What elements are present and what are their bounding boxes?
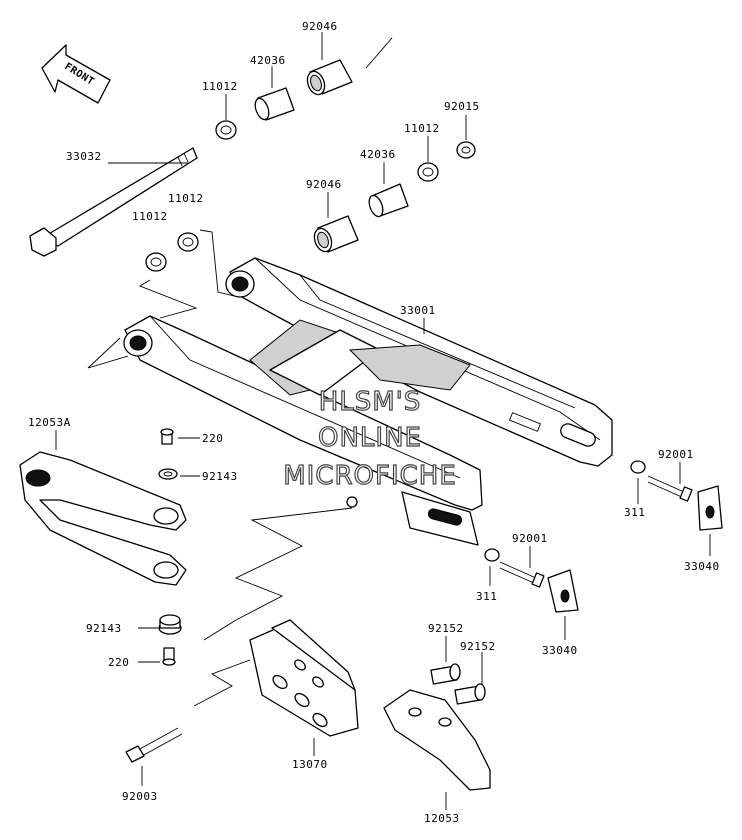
label-42036-mid: 42036 <box>360 148 396 161</box>
pivot-shaft <box>29 147 198 257</box>
label-11012-left-b: 11012 <box>132 210 168 223</box>
label-12053: 12053 <box>424 812 460 825</box>
label-92143-top: 92143 <box>202 470 238 483</box>
watermark-line-2: ONLINE <box>318 423 422 453</box>
label-92152-a: 92152 <box>428 622 464 635</box>
label-92003: 92003 <box>122 790 158 803</box>
guard-collars <box>430 663 486 705</box>
chain-guide-bolt <box>125 727 183 763</box>
label-11012-left-a: 11012 <box>168 192 204 205</box>
chain-adjuster-mid <box>484 548 579 613</box>
chain-adjuster-right <box>630 460 723 531</box>
chain-slider <box>19 451 187 586</box>
slider-bolt-lower <box>158 614 182 666</box>
label-33032: 33032 <box>66 150 102 163</box>
label-92046-top: 92046 <box>302 20 338 33</box>
label-220-bottom: 220 <box>108 656 129 669</box>
label-42036-top: 42036 <box>250 54 286 67</box>
label-33001: 33001 <box>400 304 436 317</box>
label-311-right: 311 <box>624 506 645 519</box>
chain-guide <box>249 619 359 737</box>
label-11012-top: 11012 <box>202 80 238 93</box>
swingarm-body <box>123 257 613 546</box>
label-13070: 13070 <box>292 758 328 771</box>
front-arrow-icon: FRONT <box>41 44 111 104</box>
label-12053A: 12053A <box>28 416 71 429</box>
watermark-line-3: MICROFICHE <box>283 461 457 491</box>
slider-bolt-upper <box>158 428 178 480</box>
label-92046-mid: 92046 <box>306 178 342 191</box>
label-92001-mid: 92001 <box>512 532 548 545</box>
label-220-top: 220 <box>202 432 223 445</box>
label-92152-b: 92152 <box>460 640 496 653</box>
label-92143-bottom: 92143 <box>86 622 122 635</box>
label-311-mid: 311 <box>476 590 497 603</box>
label-33040-mid: 33040 <box>542 644 578 657</box>
leader-lines <box>55 32 711 810</box>
label-92001-right: 92001 <box>658 448 694 461</box>
label-33040-right: 33040 <box>684 560 720 573</box>
watermark: HLSM'S ONLINE MICROFICHE <box>283 386 457 491</box>
label-92015: 92015 <box>444 100 480 113</box>
upper-bearing-stack <box>145 59 476 272</box>
watermark-line-1: HLSM'S <box>319 387 422 417</box>
label-11012-mid: 11012 <box>404 122 440 135</box>
chain-guard <box>383 689 491 791</box>
